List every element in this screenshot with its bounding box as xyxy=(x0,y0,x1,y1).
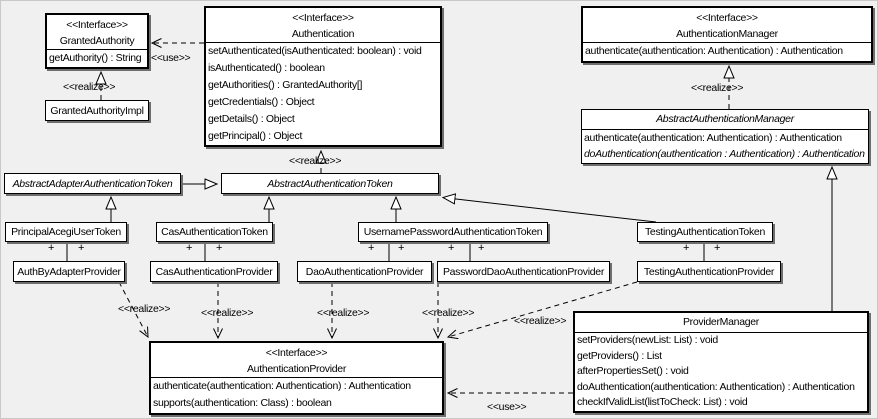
class-box-cas-authentication-token: CasAuthenticationToken xyxy=(156,222,273,242)
class-header: <<Interface>> AuthenticationManager xyxy=(583,8,871,42)
association-end-label: + xyxy=(216,242,223,254)
class-method: checkIfValidList(listToCheck: List) : vo… xyxy=(577,396,748,409)
class-title: CasAuthenticationProvider xyxy=(155,265,273,278)
class-title: UsernamePasswordAuthenticationToken xyxy=(363,226,543,238)
class-header: <<Interface>> GrantedAuthority xyxy=(47,15,147,49)
class-box-granted-authority: <<Interface>> GrantedAuthority getAuthor… xyxy=(45,13,149,69)
class-box-abstract-authentication-manager: AbstractAuthenticationManager authentica… xyxy=(581,109,869,164)
class-box-testing-authentication-provider: TestingAuthenticationProvider xyxy=(637,261,781,282)
class-box-granted-authority-impl: GrantedAuthorityImpl xyxy=(45,100,149,121)
class-box-testing-authentication-token: TestingAuthenticationToken xyxy=(637,222,773,242)
class-method: getPrincipal() : Object xyxy=(208,130,303,142)
class-box-authentication-manager: <<Interface>> AuthenticationManager auth… xyxy=(581,6,873,63)
class-method: authenticate(authentication: Authenticat… xyxy=(153,380,411,392)
class-title: Authentication xyxy=(291,28,355,40)
association-end-label: + xyxy=(398,242,405,254)
realize-label: <<realize>> xyxy=(691,82,744,94)
association-end-label: + xyxy=(78,242,85,254)
class-method: setAuthenticated(isAuthenticated: boolea… xyxy=(208,45,422,57)
class-method: authenticate(authentication: Authenticat… xyxy=(585,45,843,57)
association-end-label: + xyxy=(714,242,721,254)
association-end-label: + xyxy=(683,242,690,254)
class-box-authentication-provider: <<Interface>> AuthenticationProvider aut… xyxy=(149,341,444,415)
use-label: <<use>> xyxy=(487,401,527,413)
class-header: <<Interface>> Authentication xyxy=(206,8,440,42)
class-title: CasAuthenticationToken xyxy=(161,226,268,238)
class-title: PrincipalAcegiUserToken xyxy=(11,226,121,238)
class-title: AbstractAdapterAuthenticationToken xyxy=(12,177,173,190)
realize-label: <<realize>> xyxy=(63,81,116,93)
association-end-label: + xyxy=(48,242,55,254)
class-header: <<Interface>> AuthenticationProvider xyxy=(151,343,442,377)
class-method: getDetails() : Object xyxy=(208,113,295,125)
class-method: doAuthentication(authentication: Authent… xyxy=(577,380,855,393)
realize-label: <<realize>> xyxy=(317,307,370,319)
class-stereotype: <<Interface>> xyxy=(66,19,128,31)
association-end-label: + xyxy=(368,242,375,254)
class-title: AbstractAuthenticationToken xyxy=(267,177,393,190)
class-title: TestingAuthenticationProvider xyxy=(643,265,775,278)
class-method: authenticate(authentication: Authenticat… xyxy=(584,132,842,144)
class-box-abstract-adapter-authentication-token: AbstractAdapterAuthenticationToken xyxy=(4,173,181,194)
class-title: AbstractAuthenticationManager xyxy=(656,113,794,125)
association-end-label: + xyxy=(186,242,193,254)
class-box-abstract-authentication-token: AbstractAuthenticationToken xyxy=(221,173,439,194)
class-method: setProviders(newList: List) : void xyxy=(577,334,718,346)
realize-label: <<realize>> xyxy=(118,303,171,315)
class-title: AuthByAdapterProvider xyxy=(17,265,121,278)
class-method: supports(authentication: Class) : boolea… xyxy=(153,397,332,409)
class-title: TestingAuthenticationToken xyxy=(644,226,766,238)
class-title: AuthenticationManager xyxy=(676,28,778,40)
class-box-dao-authentication-provider: DaoAuthenticationProvider xyxy=(297,261,432,282)
association-end-label: + xyxy=(478,242,485,254)
class-stereotype: <<Interface>> xyxy=(265,347,328,359)
class-box-authentication: <<Interface>> Authentication setAuthenti… xyxy=(204,6,442,147)
class-box-principal-acegi-user-token: PrincipalAcegiUserToken xyxy=(5,222,127,242)
class-stereotype: <<Interface>> xyxy=(292,12,354,24)
class-title: ProviderManager xyxy=(682,316,760,328)
realize-label: <<realize>> xyxy=(289,155,342,167)
class-title: GrantedAuthority xyxy=(59,35,135,47)
class-box-password-dao-authentication-provider: PasswordDaoAuthenticationProvider xyxy=(437,261,610,282)
class-title: PasswordDaoAuthenticationProvider xyxy=(442,265,605,278)
class-method: getProviders() : List xyxy=(577,349,662,362)
class-box-provider-manager: ProviderManager setProviders(newList: Li… xyxy=(573,311,869,413)
class-method: isAuthenticated() : boolean xyxy=(208,62,325,74)
class-title: GrantedAuthorityImpl xyxy=(50,104,144,117)
class-method-abstract: doAuthentication(authentication : Authen… xyxy=(584,148,865,160)
realize-label: <<realize>> xyxy=(201,307,254,319)
class-method: getCredentials() : Object xyxy=(208,96,315,108)
class-title: DaoAuthenticationProvider xyxy=(305,265,424,278)
class-box-cas-authentication-provider: CasAuthenticationProvider xyxy=(150,261,278,282)
association-end-label: + xyxy=(448,242,455,254)
class-title: AuthenticationProvider xyxy=(246,363,347,375)
class-method: getAuthority() : String xyxy=(49,52,142,64)
class-method: getAuthorities() : GrantedAuthority[] xyxy=(208,79,363,91)
realize-label: <<realize>> xyxy=(514,315,567,327)
realize-label: <<realize>> xyxy=(422,307,475,319)
class-stereotype: <<Interface>> xyxy=(696,12,758,24)
class-box-auth-by-adapter-provider: AuthByAdapterProvider xyxy=(13,261,125,282)
class-method: afterPropertiesSet() : void xyxy=(577,365,689,378)
use-label: <<use>> xyxy=(151,52,191,64)
class-box-username-password-authentication-token: UsernamePasswordAuthenticationToken xyxy=(358,222,548,242)
